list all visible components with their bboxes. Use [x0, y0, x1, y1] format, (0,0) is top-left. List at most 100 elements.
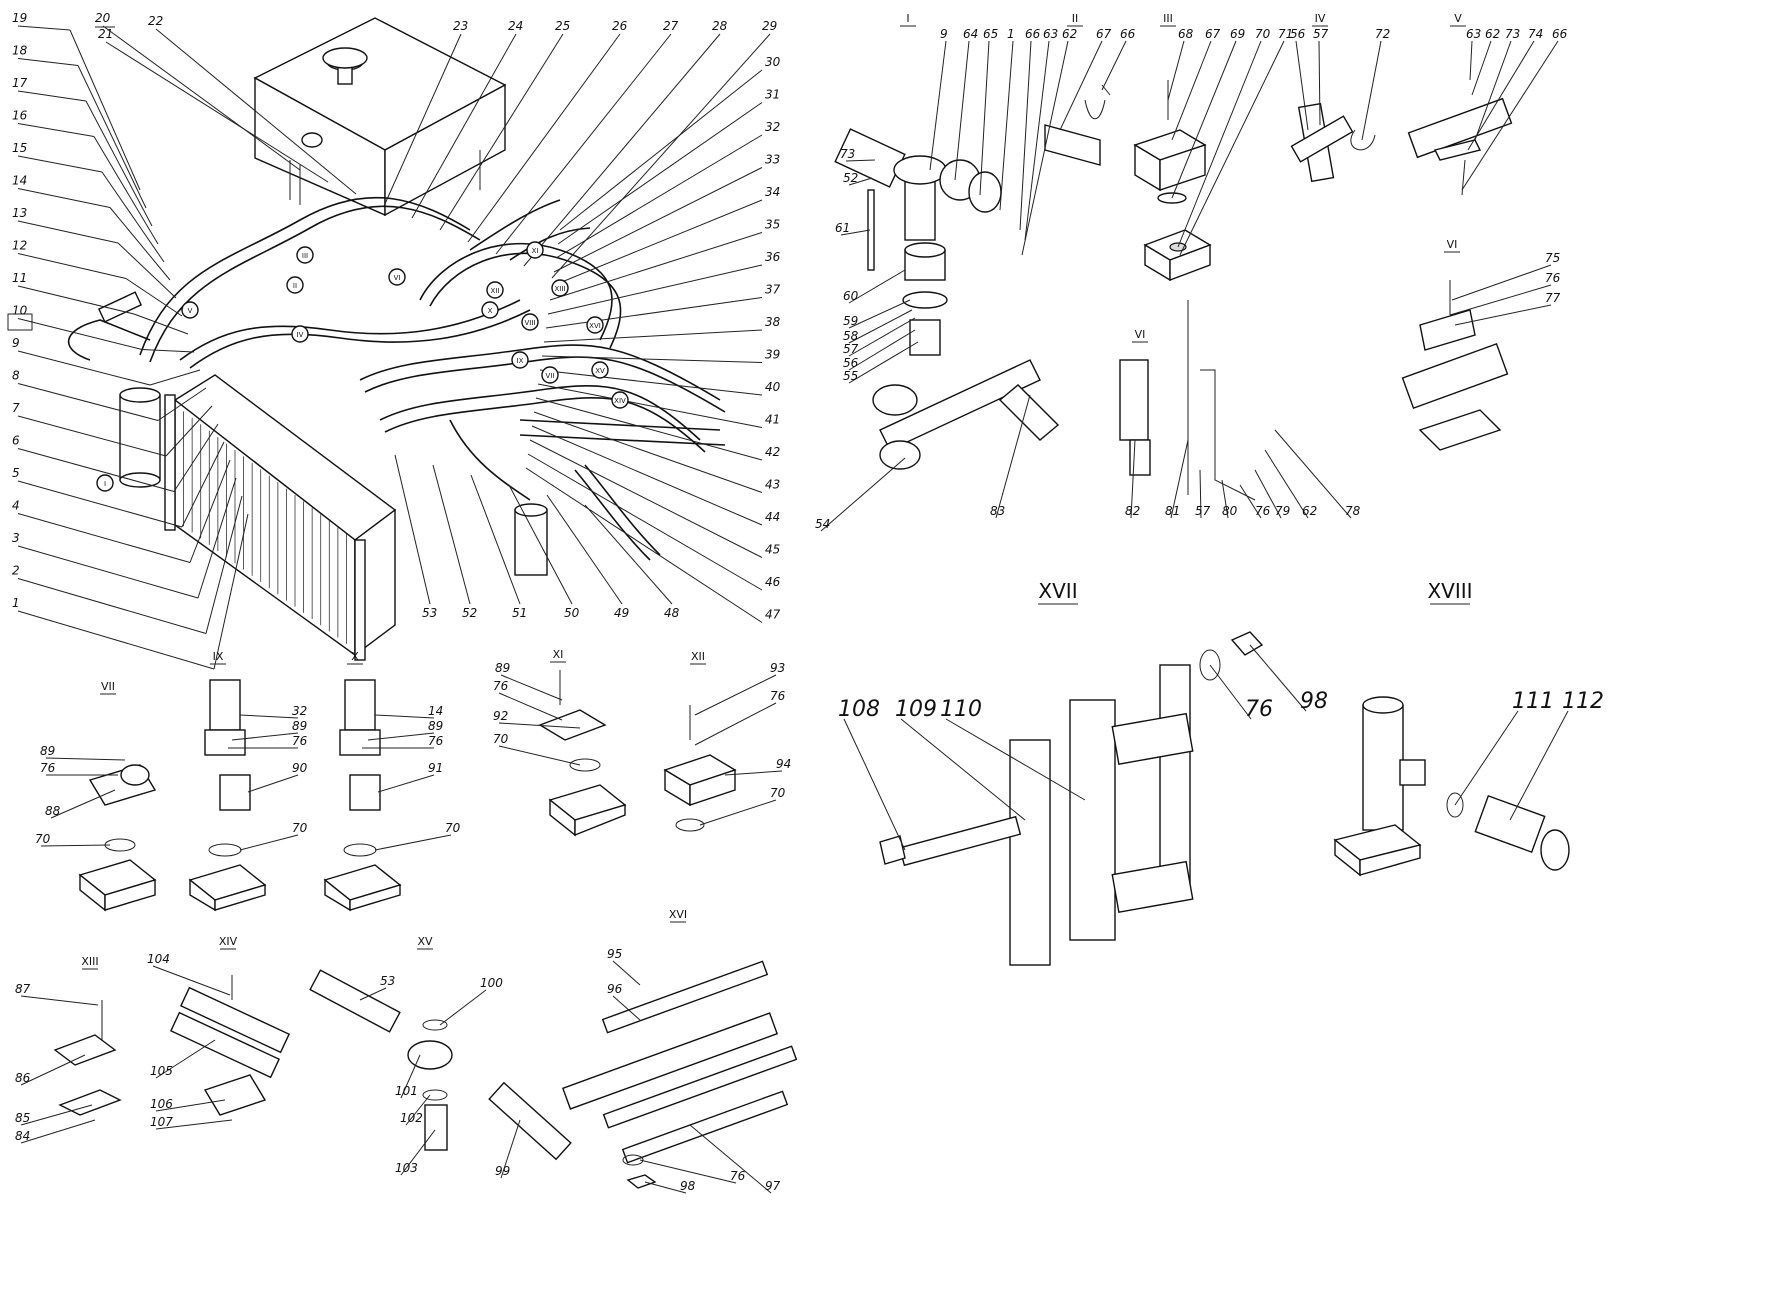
detail-xii: XII — [690, 650, 706, 665]
callout-number: 70 — [35, 832, 51, 846]
callout-number: 58 — [843, 329, 859, 343]
leader-line — [840, 229, 871, 236]
leader-line — [555, 134, 763, 259]
callout-number: 7 — [12, 401, 20, 415]
leader-line — [551, 199, 763, 287]
leader-line — [500, 674, 563, 701]
detail-X-drawing — [323, 679, 402, 912]
callout-number: 69 — [1230, 27, 1245, 41]
callout-number: 89 — [428, 719, 443, 733]
callout-number: 60 — [843, 289, 859, 303]
leader-line — [848, 329, 916, 371]
leader-line — [17, 318, 143, 350]
callout-number: 48 — [664, 606, 680, 620]
leader-line — [93, 136, 159, 245]
callout-number: 65 — [983, 27, 998, 41]
detail-xiii: XIII — [81, 955, 99, 970]
callout-number: 66 — [1552, 27, 1568, 41]
leader-line — [1209, 664, 1252, 720]
leader-line — [400, 1129, 436, 1176]
callout-number: 105 — [150, 1064, 173, 1078]
callout-number: 53 — [422, 606, 437, 620]
leader-line — [553, 167, 763, 273]
callout-number: 76 — [40, 761, 56, 775]
callout-number: 111 — [1512, 689, 1554, 714]
leader-line — [157, 387, 207, 421]
callout-number: 1 — [12, 596, 20, 610]
leader-line — [498, 692, 563, 721]
detail-VII-drawing — [78, 764, 157, 912]
callout-number: 88 — [45, 804, 61, 818]
leader-line — [1177, 40, 1262, 248]
leader-line — [535, 397, 763, 461]
detail-title: XVI — [669, 908, 687, 921]
leader-line — [699, 799, 777, 826]
detail-vi-b: VI — [1132, 328, 1148, 343]
callout-number: 100 — [480, 976, 503, 990]
leader-line — [1471, 40, 1492, 96]
detail-marker-xi: XI — [526, 241, 544, 259]
leader-line — [820, 457, 906, 532]
callout-number: 93 — [770, 661, 785, 675]
detail-III-drawing — [1133, 80, 1212, 282]
leader-line — [1221, 479, 1229, 519]
leader-line — [995, 394, 1031, 519]
callout-number: 76 — [428, 734, 444, 748]
callout-number: 57 — [1313, 27, 1329, 41]
leader-line — [141, 349, 195, 353]
leader-line — [189, 459, 231, 563]
leader-line — [383, 33, 462, 207]
detail-title: II — [1072, 12, 1079, 25]
detail-title: VII — [101, 680, 115, 693]
detail-marker-vi: VI — [388, 268, 406, 286]
callout-number: 76 — [1255, 504, 1271, 518]
detail-marker-i: I — [96, 474, 114, 492]
detail-marker-xvi: XVI — [586, 316, 604, 334]
callout-number: 99 — [495, 1164, 510, 1178]
callout-number: 37 — [765, 283, 781, 297]
callout-number: 67 — [1205, 27, 1221, 41]
callout-number: 96 — [607, 982, 623, 996]
callout-number: 70 — [770, 786, 786, 800]
leader-line — [1461, 40, 1559, 191]
leader-line — [1101, 40, 1127, 91]
detail-XVI-drawing — [561, 960, 798, 1189]
detail-marker-vii: VII — [541, 366, 559, 384]
leader-line — [1469, 40, 1473, 81]
callout-number: 54 — [815, 517, 830, 531]
callout-number: 62 — [1485, 27, 1500, 41]
leader-line — [1179, 40, 1285, 256]
callout-number: 29 — [762, 19, 777, 33]
callout-number: 50 — [564, 606, 580, 620]
callout-number: 70 — [493, 732, 509, 746]
leader-line — [85, 100, 153, 227]
leader-line — [45, 757, 126, 761]
leader-line — [17, 155, 103, 173]
leader-line — [17, 25, 71, 31]
leader-line — [17, 448, 175, 492]
leader-line — [239, 834, 299, 851]
detail-x: X — [347, 650, 363, 665]
leader-line — [843, 718, 906, 851]
callout-number: 87 — [15, 982, 31, 996]
filter-canister — [119, 387, 161, 488]
leader-line — [1024, 40, 1050, 241]
callout-number: 53 — [380, 974, 395, 988]
callout-number: 94 — [776, 757, 791, 771]
leader-line — [125, 278, 183, 317]
leader-line — [17, 610, 215, 670]
callout-number: 109 — [895, 697, 937, 722]
detail-title: XVIII — [1427, 579, 1472, 603]
leader-line — [979, 40, 990, 196]
leader-line — [213, 513, 249, 670]
detail-title: IX — [213, 650, 224, 663]
marker-label: VI — [394, 274, 401, 282]
callout-number: 76 — [493, 679, 509, 693]
marker-label: VII — [546, 372, 555, 380]
detail-XIV-drawing — [169, 975, 291, 1116]
leader-line — [999, 40, 1014, 211]
callout-number: 71 — [1278, 27, 1293, 41]
